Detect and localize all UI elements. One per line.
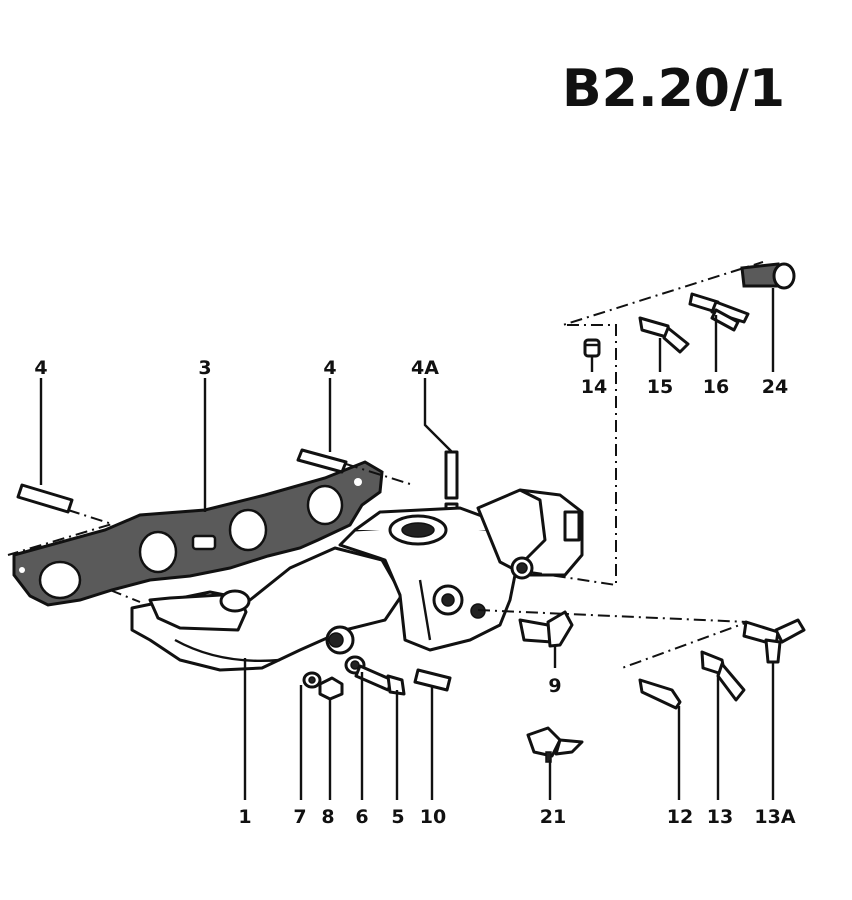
fitting-9 bbox=[518, 610, 574, 648]
fitting-15 bbox=[638, 316, 690, 354]
nut-8 bbox=[318, 676, 344, 701]
callout-7: 7 bbox=[293, 806, 306, 828]
callout-8: 8 bbox=[321, 806, 334, 828]
callout-21: 21 bbox=[540, 806, 566, 828]
fitting-12 bbox=[638, 678, 682, 710]
callout-9: 9 bbox=[548, 675, 561, 697]
callout-4a: 4A bbox=[411, 357, 439, 379]
callout-13: 13 bbox=[707, 806, 733, 828]
callout-5: 5 bbox=[391, 806, 404, 828]
fitting-24 bbox=[740, 262, 796, 290]
bolt-5 bbox=[354, 664, 406, 696]
callout-4-left: 4 bbox=[34, 357, 47, 379]
assembly-lines bbox=[7, 261, 764, 669]
callout-14: 14 bbox=[581, 376, 607, 398]
tee-13a bbox=[742, 618, 806, 664]
callout-6: 6 bbox=[355, 806, 368, 828]
intake-manifold bbox=[130, 488, 584, 672]
callout-4-right: 4 bbox=[323, 357, 336, 379]
callout-1: 1 bbox=[238, 806, 251, 828]
stud-right bbox=[296, 448, 348, 474]
callout-12: 12 bbox=[667, 806, 693, 828]
elbow-13 bbox=[700, 650, 746, 702]
callout-10: 10 bbox=[420, 806, 446, 828]
page-code: B2.20/1 bbox=[562, 59, 785, 119]
manifold-gasket bbox=[12, 460, 384, 607]
fitting-16 bbox=[688, 292, 750, 332]
stud-left bbox=[16, 483, 74, 514]
callout-15: 15 bbox=[647, 376, 673, 398]
sender-21 bbox=[526, 726, 584, 763]
stud-10 bbox=[413, 668, 452, 692]
callout-24: 24 bbox=[762, 376, 788, 398]
callout-16: 16 bbox=[703, 376, 729, 398]
callout-labels: 4 3 4 4A 14 15 16 24 9 1 7 8 6 5 10 21 1… bbox=[34, 357, 795, 828]
part-14 bbox=[583, 338, 601, 358]
callout-3: 3 bbox=[198, 357, 211, 379]
callout-13a: 13A bbox=[754, 806, 795, 828]
leader-lines bbox=[39, 288, 775, 800]
